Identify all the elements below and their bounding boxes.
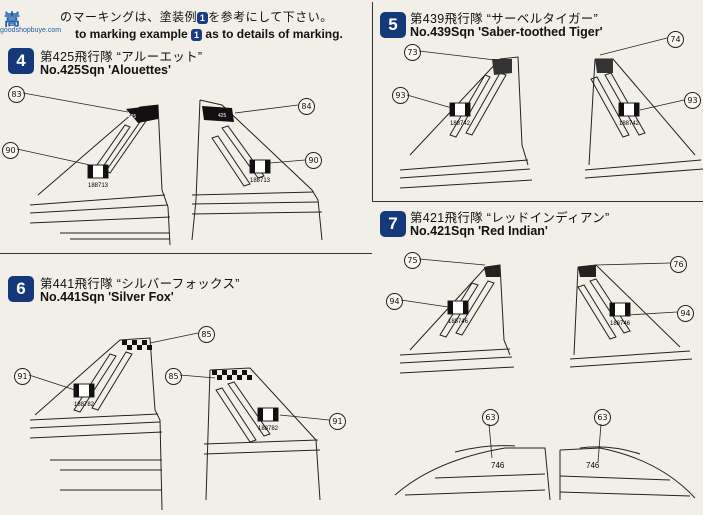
tail-code-425-left: 425 bbox=[128, 114, 137, 120]
section-6-tail-left: 188782 bbox=[29, 337, 163, 511]
section-5-badge: 5 bbox=[380, 12, 406, 38]
section-7-nose-left: 746 bbox=[394, 445, 551, 501]
tail-serial-7-right: 188746 bbox=[610, 321, 631, 327]
tail-code-425-right: 425 bbox=[218, 113, 227, 119]
callout-76: 76 bbox=[670, 256, 687, 273]
divider-right bbox=[372, 201, 703, 202]
watermark-url: goodshopbuye.com bbox=[0, 27, 62, 34]
callout-74: 74 bbox=[667, 31, 684, 48]
section-6-en-title: No.441Sqn 'Silver Fox' bbox=[40, 290, 174, 304]
tail-serial-5-left: 188742 bbox=[450, 121, 471, 127]
section-6-jp-title: 第441飛行隊 “シルバーフォックス” bbox=[40, 277, 240, 291]
callout-90-right: 90 bbox=[305, 152, 322, 169]
section-7-nose-right: 746 bbox=[559, 446, 696, 500]
ref-badge-en: 1 bbox=[191, 28, 203, 41]
tail-serial-6-left: 188782 bbox=[74, 402, 95, 408]
nose-code-left: 746 bbox=[491, 461, 505, 470]
nose-code-right: 746 bbox=[586, 461, 600, 470]
callout-84: 84 bbox=[298, 98, 315, 115]
tail-serial-left: 188713 bbox=[88, 183, 109, 189]
callout-83: 83 bbox=[8, 86, 25, 103]
divider-left bbox=[0, 253, 372, 254]
header-en-tail: as to details of marking. bbox=[205, 27, 343, 41]
section-4-en-title: No.425Sqn 'Alouettes' bbox=[40, 63, 171, 77]
section-4-tail-right: 425 188713 bbox=[191, 99, 323, 241]
section-7-jp-title: 第421飛行隊 “レッドインディアン” bbox=[410, 211, 610, 225]
callout-90-left: 90 bbox=[2, 142, 19, 159]
callout-63-right: 63 bbox=[594, 409, 611, 426]
divider-vertical-top bbox=[372, 2, 373, 202]
callout-94-left: 94 bbox=[386, 293, 403, 310]
header-en-line: to marking example 1 as to details of ma… bbox=[75, 27, 343, 41]
ref-badge: 1 bbox=[197, 11, 209, 24]
callout-85-left: 85 bbox=[198, 326, 215, 343]
section-6-tail-right: 188782 bbox=[203, 367, 321, 501]
section-5-tail-left: 188742 bbox=[399, 56, 533, 189]
section-6-badge: 6 bbox=[8, 276, 34, 302]
section-4-jp-title: 第425飛行隊 “アルーエット” bbox=[40, 50, 203, 64]
section-5-jp-title: 第439飛行隊 “サーベルタイガー” bbox=[410, 12, 599, 26]
header-jp-text: のマーキングは、塗装例 bbox=[60, 10, 198, 24]
callout-63-left: 63 bbox=[482, 409, 499, 426]
section-4-tail-left: 425 188713 bbox=[29, 104, 171, 246]
section-7-tail-left: 188746 bbox=[399, 264, 515, 374]
section-7-en-title: No.421Sqn 'Red Indian' bbox=[410, 224, 548, 238]
section-5-tail-right: 188742 bbox=[584, 58, 703, 179]
section-7-badge: 7 bbox=[380, 211, 406, 237]
callout-91-left: 91 bbox=[14, 368, 31, 385]
callout-75: 75 bbox=[404, 252, 421, 269]
section-4-badge: 4 bbox=[8, 48, 34, 74]
tail-serial-5-right: 188742 bbox=[619, 121, 640, 127]
watermark-logo: 嵩 bbox=[4, 12, 21, 29]
tail-serial-6-right: 188782 bbox=[258, 426, 279, 432]
section-7-tail-right: 188746 bbox=[569, 264, 693, 368]
section-5-en-title: No.439Sqn 'Saber-toothed Tiger' bbox=[410, 25, 603, 39]
callout-93-right: 93 bbox=[684, 92, 701, 109]
header-jp-tail: を参考にして下さい。 bbox=[208, 10, 333, 24]
tail-serial-right: 188713 bbox=[250, 178, 271, 184]
callout-91-right: 91 bbox=[329, 413, 346, 430]
header-en-text: to marking example bbox=[75, 27, 188, 41]
callout-94-right: 94 bbox=[677, 305, 694, 322]
tail-serial-7-left: 188746 bbox=[448, 319, 469, 325]
callout-85-right: 85 bbox=[165, 368, 182, 385]
callout-73: 73 bbox=[404, 44, 421, 61]
